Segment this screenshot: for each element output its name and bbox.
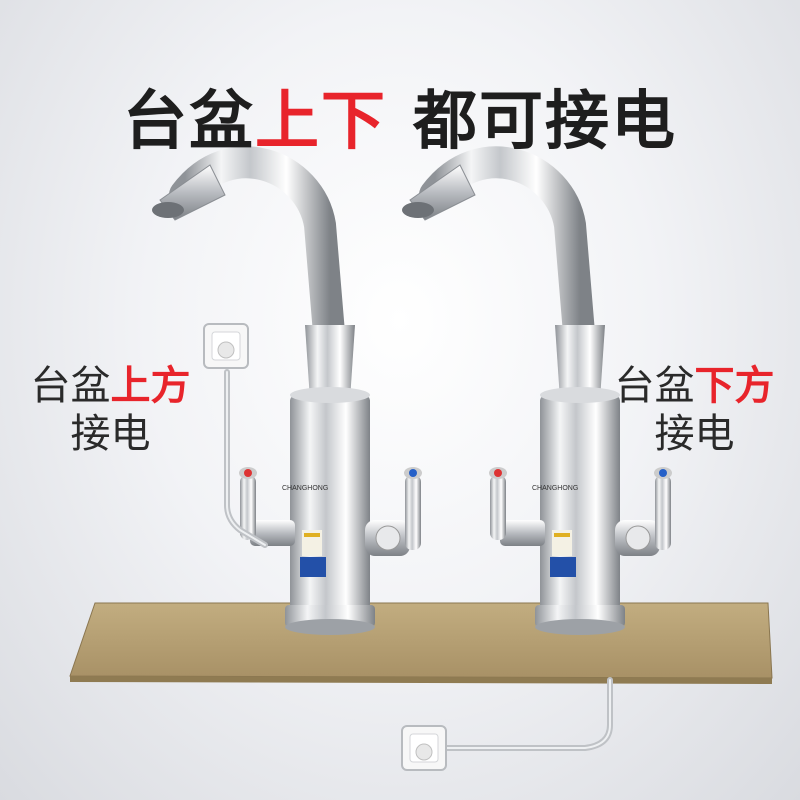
right-caption-a: 台盆 xyxy=(614,363,695,409)
right-caption: 台盆下方 接电 xyxy=(612,362,777,458)
wall-socket-icon xyxy=(401,725,447,771)
right-caption-b: 下方 xyxy=(694,363,775,409)
left-caption-b: 上方 xyxy=(110,363,191,409)
left-caption-a: 台盆 xyxy=(30,363,111,409)
left-caption: 台盆上方 接电 xyxy=(28,362,193,458)
headline-part1: 台盆 xyxy=(123,85,255,159)
headline-part3: 都可接电 xyxy=(413,85,677,159)
wall-socket-icon xyxy=(203,323,249,369)
headline-part2: 上下 xyxy=(255,85,387,159)
right-caption-line2: 接电 xyxy=(654,411,735,457)
headline: 台盆上下都可接电 xyxy=(0,70,800,162)
left-caption-line2: 接电 xyxy=(70,411,151,457)
countertop xyxy=(69,602,773,679)
